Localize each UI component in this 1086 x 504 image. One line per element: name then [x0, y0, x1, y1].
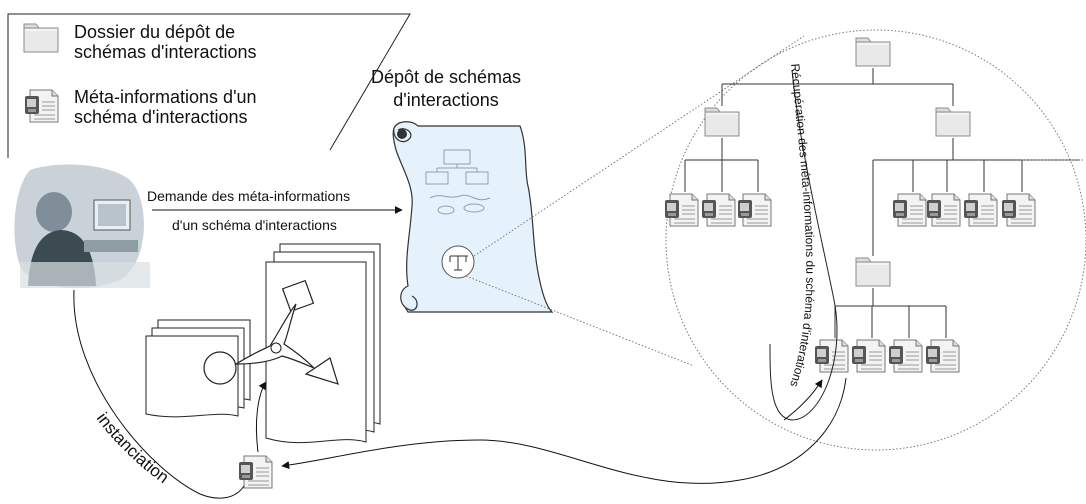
- legend-meta-label-line1: Méta-informations d'un: [74, 87, 257, 107]
- request-label-line1: Demande des méta-informations: [147, 188, 350, 204]
- meta-document-icon: [925, 339, 960, 373]
- meta-document-icon: [24, 89, 59, 123]
- instanciation-label: instanciation: [93, 409, 173, 487]
- retrieval-label: Récupération des méta-informations du sc…: [787, 63, 817, 389]
- meta-document-icon: [851, 339, 886, 373]
- meta-document-icon: [1001, 193, 1036, 227]
- retrieval-curve: [769, 69, 838, 421]
- repository-title-line2: d'interactions: [393, 90, 499, 110]
- meta-document-icon: [238, 455, 273, 489]
- meta-document-icon: [963, 193, 998, 227]
- instanciation-curve: [73, 289, 245, 499]
- fetch-arrow: [783, 379, 823, 421]
- zoom-line-bottom: [465, 275, 695, 367]
- legend-folder-label-line1: Dossier du dépôt de: [74, 22, 235, 42]
- repository-title-line1: Dépôt de schémas: [371, 67, 521, 87]
- meta-document-icon: [737, 193, 772, 227]
- meta-document-icon: [926, 193, 961, 227]
- instantiated-schema: [145, 243, 381, 444]
- legend: Dossier du dépôt de schémas d'interactio…: [7, 13, 411, 158]
- meta-document-icon: [888, 339, 923, 373]
- legend-frame: [7, 13, 411, 158]
- folder-icon: [23, 23, 59, 53]
- request-label-line2: d'un schéma d'interactions: [172, 217, 337, 233]
- subfolder-left-icon: [704, 107, 740, 137]
- instanciation-label-text: instanciation: [93, 409, 173, 487]
- return-arrow: [281, 377, 847, 484]
- meta-document-icon: [664, 193, 699, 227]
- meta-document-icon: [814, 339, 849, 373]
- instantiate-arrow: [255, 381, 267, 453]
- zoom-circle: [665, 29, 1086, 451]
- legend-meta-label-line2: schéma d'interactions: [74, 107, 248, 127]
- meta-document-icon: [892, 193, 927, 227]
- subfolder-right-icon: [935, 107, 971, 137]
- root-folder-icon: [855, 37, 891, 67]
- retrieval-label-text: Récupération des méta-informations du sc…: [787, 63, 817, 389]
- zoomed-tree: [664, 29, 1086, 451]
- repository-scroll: [392, 121, 554, 313]
- subfolder-lower-icon: [855, 257, 891, 287]
- user-icon: [14, 164, 150, 289]
- meta-document-icon: [701, 193, 736, 227]
- legend-folder-label-line2: schémas d'interactions: [74, 42, 257, 62]
